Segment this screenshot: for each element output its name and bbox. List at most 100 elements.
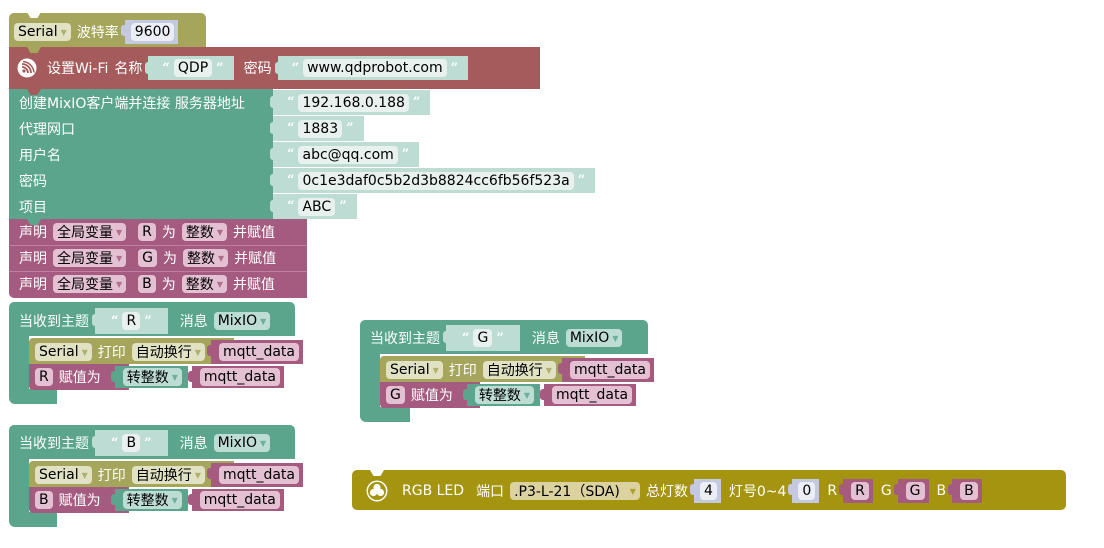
serial-label: Serial (39, 467, 79, 483)
led-index-field[interactable]: 0 (798, 482, 816, 500)
mixio-project-field[interactable]: ABC (298, 197, 336, 216)
b-var-block[interactable]: B (948, 479, 982, 503)
serial-dropdown[interactable]: Serial ▼ (35, 343, 92, 361)
wifi-password-string-block[interactable]: “ www.qdprobot.com ” (274, 56, 469, 80)
g-var-block[interactable]: G (893, 479, 929, 503)
declare-label: 声明 (19, 225, 47, 241)
wifi-password-field[interactable]: www.qdprobot.com (303, 59, 447, 77)
mixio-connect-block[interactable]: 创建MixIO客户端并连接 服务器地址 代理网口 用户名 密码 项目 (9, 89, 273, 219)
mqtt-data-var[interactable]: mqtt_data (569, 361, 650, 379)
mixio-username-string-block[interactable]: “ abc@qq.com ” (269, 142, 420, 167)
scope-dropdown[interactable]: 全局变量 ▼ (53, 275, 127, 293)
scope-label: 全局变量 (57, 277, 113, 293)
to-int-block[interactable]: 转整数 ▼ (110, 489, 188, 511)
serial-baud-block[interactable]: Serial ▼ 波特率 9600 (9, 12, 206, 47)
baud-value-field[interactable]: 9600 (130, 23, 175, 41)
message-var-dropdown[interactable]: MixIO ▼ (213, 312, 271, 330)
type-dropdown[interactable]: 整数 ▼ (181, 275, 227, 293)
type-dropdown[interactable]: 整数 ▼ (183, 249, 229, 267)
newline-mode-label: 自动换行 (135, 345, 192, 361)
led-count-number-block[interactable]: 4 (689, 479, 721, 503)
newline-mode-dropdown[interactable]: 自动换行 ▼ (482, 361, 556, 379)
declare-b-block[interactable]: 声明 全局变量 ▼ B 为 整数 ▼ 并赋值 (9, 271, 307, 298)
message-var-dropdown[interactable]: MixIO ▼ (213, 434, 271, 452)
port-dropdown[interactable]: .P3-L-21（SDA) ▼ (510, 482, 640, 500)
mqtt-handler-g-block[interactable]: 当收到主题 “ G ” 消息 MixIO ▼ Serial ▼ 打印 自动换行 … (360, 320, 654, 422)
scope-dropdown[interactable]: 全局变量 ▼ (53, 223, 127, 241)
var-name-field[interactable]: R (138, 223, 156, 241)
mqtt-data-var[interactable]: mqtt_data (218, 343, 299, 361)
topic-field[interactable]: B (122, 434, 141, 452)
topic-field[interactable]: G (473, 329, 493, 347)
topic-field[interactable]: R (122, 312, 141, 330)
led-index-number-block[interactable]: 0 (788, 479, 820, 503)
mixio-password-string-block[interactable]: “ 0c1e3daf0c5b2d3b8824cc6fb56f523a ” (269, 168, 596, 193)
serial-port-dropdown[interactable]: Serial ▼ (14, 23, 71, 41)
mqtt-data-var-block[interactable]: mqtt_data (206, 340, 303, 364)
serial-dropdown[interactable]: Serial ▼ (386, 361, 443, 379)
close-quote-icon: ” (577, 173, 586, 188)
mqtt-data-var-block[interactable]: mqtt_data (540, 384, 637, 406)
mqtt-data-var[interactable]: mqtt_data (552, 386, 633, 404)
mqtt-handler-b-block[interactable]: 当收到主题 “ B ” 消息 MixIO ▼ Serial ▼ 打印 自动换行 … (9, 425, 303, 527)
print-label: 打印 (97, 468, 126, 484)
open-quote-icon: “ (462, 330, 470, 346)
serial-dropdown[interactable]: Serial ▼ (35, 466, 92, 484)
message-var-dropdown[interactable]: MixIO ▼ (565, 329, 623, 347)
mqtt-data-var-block[interactable]: mqtt_data (187, 489, 284, 511)
chevron-down-icon: ▼ (216, 227, 224, 237)
r-var-block[interactable]: R (839, 479, 873, 503)
mixio-port-field[interactable]: 1883 (298, 119, 343, 138)
wifi-ssid-string-block[interactable]: “ QDP ” (145, 56, 234, 80)
to-int-block[interactable]: 转整数 ▼ (110, 366, 188, 388)
to-int-dropdown[interactable]: 转整数 ▼ (474, 386, 535, 404)
close-quote-icon: ” (401, 147, 410, 162)
rgb-led-icon (366, 480, 388, 502)
as-label: 为 (161, 277, 176, 293)
baud-number-block[interactable]: 9600 (120, 20, 179, 44)
mixio-server-field[interactable]: 192.168.0.188 (298, 93, 409, 112)
topic-string-block[interactable]: “ G ” (443, 325, 520, 351)
g-var[interactable]: G (905, 482, 925, 500)
newline-mode-dropdown[interactable]: 自动换行 ▼ (131, 343, 205, 361)
wifi-setup-block[interactable]: 设置Wi-Fi 名称 “ QDP ” 密码 “ www.qdprobot.com… (9, 47, 540, 89)
declare-r-block[interactable]: 声明 全局变量 ▼ R 为 整数 ▼ 并赋值 (9, 219, 307, 245)
topic-string-block[interactable]: “ B ” (92, 430, 168, 456)
type-dropdown[interactable]: 整数 ▼ (181, 223, 228, 241)
mqtt-data-var[interactable]: mqtt_data (218, 466, 299, 484)
rgb-led-block[interactable]: RGB LED 端口 .P3-L-21（SDA) ▼ 总灯数 4 灯号0~4 0… (352, 470, 1066, 510)
mixio-password-field[interactable]: 0c1e3daf0c5b2d3b8824cc6fb56f523a (298, 171, 574, 190)
assign-var-field[interactable]: B (35, 491, 53, 509)
assign-var-field[interactable]: G (386, 386, 405, 404)
var-name-field[interactable]: G (138, 249, 158, 267)
mixio-port-string-block[interactable]: “ 1883 ” (270, 116, 364, 141)
var-name-field[interactable]: B (138, 275, 156, 293)
to-int-block[interactable]: 转整数 ▼ (462, 384, 541, 406)
assign-label: 赋值为 (410, 388, 453, 404)
to-int-dropdown[interactable]: 转整数 ▼ (122, 368, 182, 386)
mqtt-data-var-block[interactable]: mqtt_data (187, 366, 284, 388)
to-int-label: 转整数 (126, 493, 169, 509)
r-var[interactable]: R (851, 482, 869, 500)
mqtt-data-var[interactable]: mqtt_data (199, 368, 280, 386)
to-int-label: 转整数 (478, 388, 521, 404)
mixio-username-field[interactable]: abc@qq.com (298, 145, 398, 164)
mqtt-handler-r-block[interactable]: 当收到主题 “ R ” 消息 MixIO ▼ Serial ▼ 打印 自动换行 … (9, 302, 303, 404)
b-var[interactable]: B (960, 482, 978, 500)
declare-label: 声明 (19, 251, 47, 267)
mixio-server-string-block[interactable]: “ 192.168.0.188 ” (269, 90, 431, 115)
assign-var-field[interactable]: R (35, 368, 53, 386)
mqtt-data-var[interactable]: mqtt_data (199, 491, 280, 509)
newline-mode-dropdown[interactable]: 自动换行 ▼ (131, 466, 205, 484)
scope-dropdown[interactable]: 全局变量 ▼ (53, 249, 127, 267)
led-count-field[interactable]: 4 (699, 482, 717, 500)
type-label: 整数 (185, 277, 214, 293)
mixio-project-string-block[interactable]: “ ABC ” (270, 194, 357, 219)
close-quote-icon: ” (144, 313, 152, 329)
mqtt-data-var-block[interactable]: mqtt_data (557, 358, 654, 382)
wifi-ssid-field[interactable]: QDP (173, 59, 213, 77)
topic-string-block[interactable]: “ R ” (92, 308, 168, 334)
mqtt-data-var-block[interactable]: mqtt_data (206, 463, 303, 487)
declare-g-block[interactable]: 声明 全局变量 ▼ G 为 整数 ▼ 并赋值 (9, 245, 307, 271)
to-int-dropdown[interactable]: 转整数 ▼ (122, 491, 182, 509)
